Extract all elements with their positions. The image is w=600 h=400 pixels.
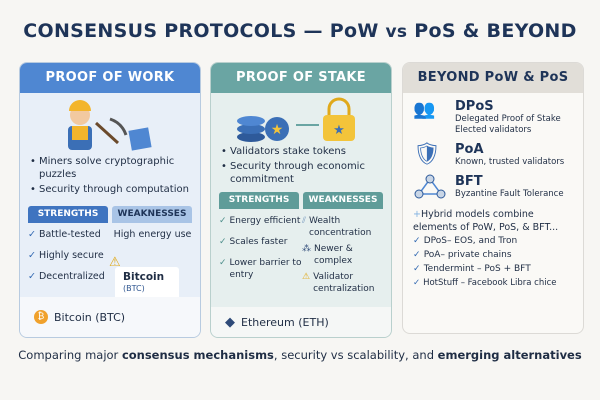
check-icon: ✓	[219, 258, 227, 268]
pow-card: PROOF OF WORK Miners solve cryptographic…	[19, 62, 201, 338]
stake-illustration: ★ ★	[211, 93, 391, 145]
pow-footer-label: Bitcoin (BTC)	[54, 310, 126, 324]
bitcoin-icon: ₿	[34, 310, 48, 324]
pos-card: PROOF OF STAKE ★ ★ Validators stake toke…	[210, 62, 392, 338]
plus-icon: +	[413, 209, 421, 220]
complex-icon: ⁂	[302, 244, 311, 254]
callout-title: Bitcoin	[123, 271, 165, 283]
example-item: DPoS– EOS, and Tron	[423, 236, 518, 246]
pow-header: PROOF OF WORK	[20, 63, 200, 93]
caption: Comparing major consensus mechanisms, se…	[0, 348, 600, 362]
caption-part: Comparing major	[18, 348, 122, 362]
pos-footer: ◆ Ethereum (ETH)	[211, 307, 391, 337]
weakness-item: Wealth concentration	[309, 216, 372, 238]
alt-name: BFT	[455, 174, 483, 189]
strength-item: Decentralized	[38, 271, 105, 282]
check-icon: ✓	[413, 278, 424, 288]
ethereum-icon: ◆	[225, 314, 235, 330]
beyond-header: BEYOND PoW & PoS	[403, 63, 583, 93]
coins-icon: ⫽	[302, 216, 307, 226]
check-icon: ✓	[413, 236, 424, 246]
weakness-item: High energy use	[113, 229, 192, 240]
svg-text:★: ★	[271, 122, 284, 138]
miner-illustration	[20, 93, 200, 155]
pos-point: Validators stake tokens	[221, 145, 381, 158]
caption-bold: consensus mechanisms	[121, 348, 274, 362]
check-icon: ✓	[28, 271, 36, 282]
pow-weaknesses-tab[interactable]: WEAKNESSES	[112, 206, 192, 223]
hybrid-text: Hybrid models combine elements of PoW, P…	[413, 209, 559, 233]
alt-desc: Delegated Proof of Stake	[455, 114, 561, 124]
warning-icon: ⚠	[109, 255, 121, 270]
caption-part: , security vs scalability, and	[273, 348, 438, 362]
example-item: PoA– private chains	[423, 250, 512, 260]
alt-desc: Known, trusted validators	[455, 157, 565, 167]
caption-bold: emerging alternatives	[437, 348, 582, 362]
pow-point: Security through computation	[30, 183, 190, 196]
weakness-item: Newer & complex	[314, 244, 353, 266]
page-title: CONSENSUS PROTOCOLS — PoW vs PoS & BEYON…	[0, 20, 600, 42]
pos-strengths-tab[interactable]: STRENGTHS	[219, 192, 299, 209]
alt-desc: Byzantine Fault Tolerance	[455, 189, 564, 199]
weakness-item: Validator centralization	[313, 272, 375, 294]
example-item: Tendermint – PoS + BFT	[423, 264, 531, 274]
check-icon: ✓	[28, 229, 36, 240]
pos-header: PROOF OF STAKE	[211, 63, 391, 93]
strength-item: Battle-tested	[38, 229, 101, 240]
alt-name: PoA	[455, 142, 484, 157]
check-icon: ✓	[413, 264, 424, 274]
title-vs: vs	[385, 22, 408, 42]
pos-weaknesses-tab[interactable]: WEAKNESSES	[303, 192, 383, 209]
title-main: CONSENSUS PROTOCOLS — PoW	[23, 20, 379, 42]
coins-lock-icon: ★ ★	[237, 97, 355, 142]
alt-desc: Elected validators	[455, 125, 532, 135]
check-icon: ✓	[28, 250, 36, 261]
svg-text:★: ★	[333, 123, 345, 138]
pos-footer-label: Ethereum (ETH)	[241, 315, 329, 329]
pos-point: Security through economic commitment	[221, 160, 381, 186]
check-icon: ✓	[219, 216, 227, 226]
pow-strengths-tab[interactable]: STRENGTHS	[28, 206, 108, 223]
strength-item: Lower barrier to entry	[229, 258, 302, 280]
network-icon	[414, 174, 446, 199]
group-icon: 👥	[413, 99, 436, 120]
pow-footer: ₿ Bitcoin (BTC)	[20, 297, 200, 337]
pow-point: Miners solve cryptographic puzzles	[30, 155, 190, 181]
check-icon: ✓	[413, 250, 424, 260]
strength-item: Energy efficient	[229, 216, 301, 226]
callout-sub: (BTC)	[123, 284, 145, 293]
strength-item: Highly secure	[38, 250, 104, 261]
warning-icon: ⚠	[302, 272, 311, 282]
alt-name: DPoS	[455, 99, 494, 114]
title-rest: PoS & BEYOND	[414, 20, 577, 42]
check-icon: ✓	[219, 237, 227, 247]
strength-item: Scales faster	[229, 237, 288, 247]
miner-icon	[68, 100, 152, 151]
shield-check-icon: 🛡	[413, 142, 441, 167]
example-item: HotStuff – Facebook Libra chice	[423, 278, 557, 288]
